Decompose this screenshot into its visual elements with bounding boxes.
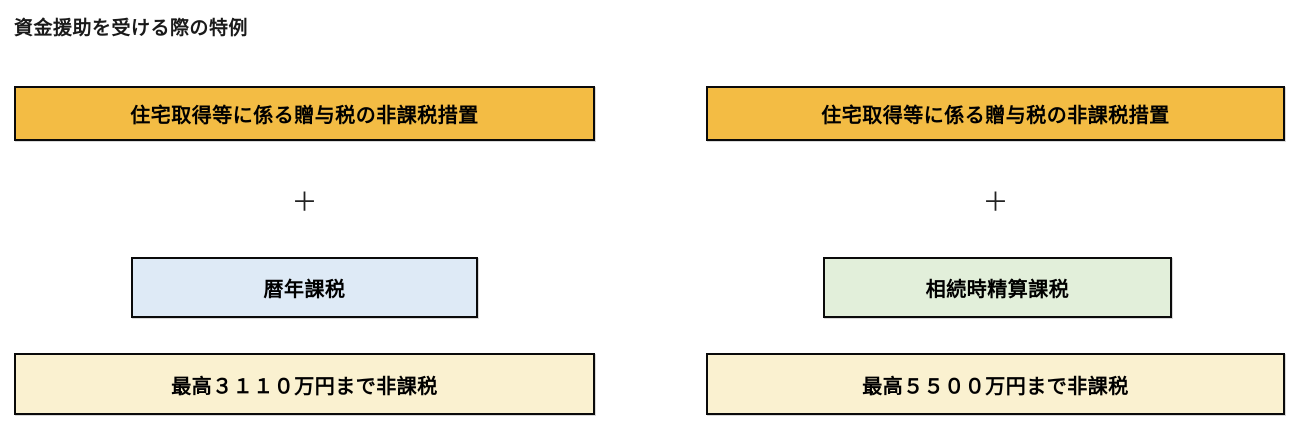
- left-plus-sign: ＋: [291, 186, 318, 217]
- diagram-title: 資金援助を受ける際の特例: [14, 18, 249, 39]
- right-exemption-limit-box: 最高５５００万円まで非課税: [706, 353, 1285, 415]
- left-gift-tax-exemption-box: 住宅取得等に係る贈与税の非課税措置: [14, 86, 595, 141]
- right-plus-sign: ＋: [982, 186, 1009, 217]
- left-calendar-year-taxation-box: 暦年課税: [131, 257, 478, 318]
- left-exemption-limit-box: 最高３１１０万円まで非課税: [14, 353, 595, 415]
- right-gift-tax-exemption-box: 住宅取得等に係る贈与税の非課税措置: [706, 86, 1285, 141]
- right-inheritance-settlement-taxation-box: 相続時精算課税: [823, 257, 1172, 318]
